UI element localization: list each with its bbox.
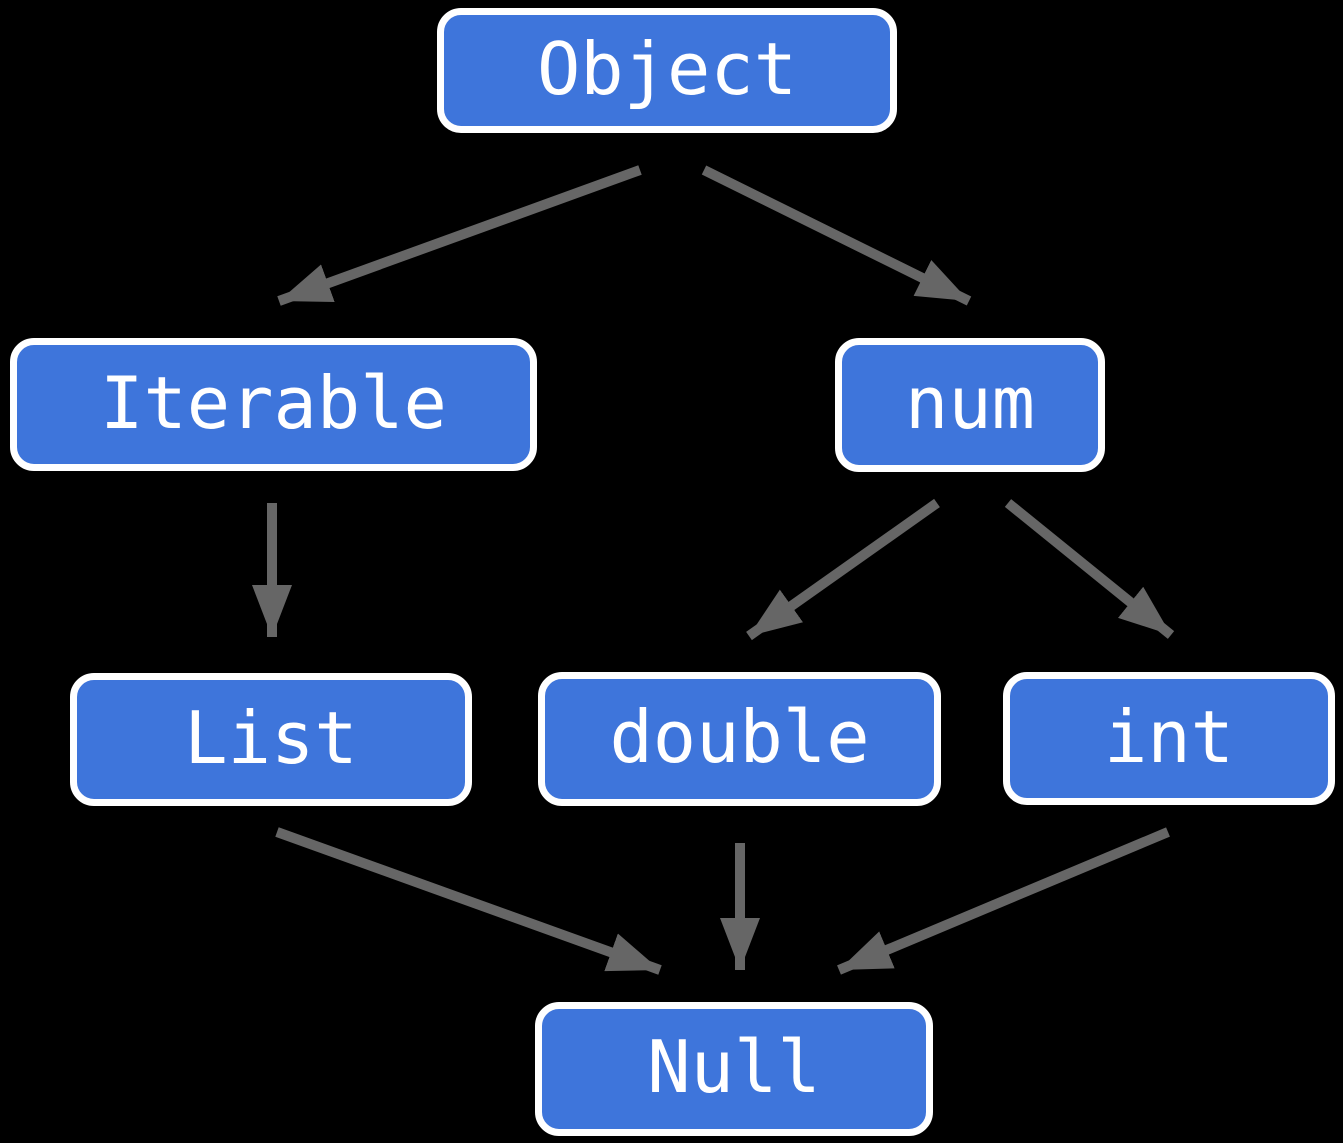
edge-num-int (1004, 499, 1175, 639)
edge-int-null (837, 827, 1170, 975)
edge-object-num (701, 165, 972, 306)
node-num-label: num (904, 361, 1036, 445)
node-list: List (70, 673, 472, 806)
edge-list-null (275, 827, 662, 975)
node-num: num (835, 338, 1105, 472)
node-null-label: Null (647, 1025, 821, 1109)
node-int: int (1003, 672, 1335, 805)
node-null: Null (535, 1002, 933, 1136)
node-int-label: int (1103, 694, 1235, 779)
node-iterable-label: Iterable (100, 360, 447, 445)
node-double-label: double (609, 695, 870, 779)
edge-object-iterable (277, 165, 642, 306)
node-list-label: List (184, 695, 358, 780)
edge-num-double (746, 498, 940, 641)
node-object-label: Object (536, 26, 798, 111)
node-iterable: Iterable (10, 338, 537, 471)
node-double: double (538, 672, 941, 806)
node-object: Object (437, 8, 897, 133)
